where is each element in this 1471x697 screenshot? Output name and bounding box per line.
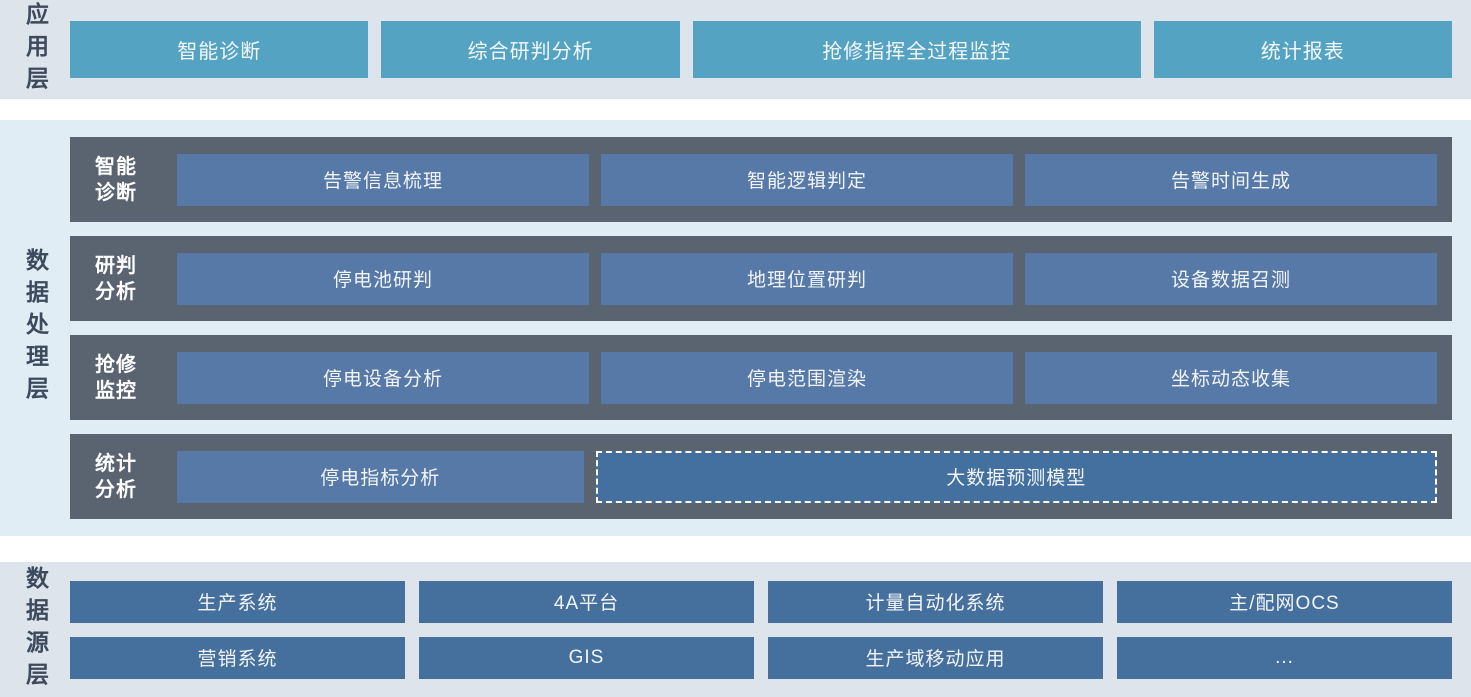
processing-module-block: 停电池研判 bbox=[177, 252, 589, 305]
application-module-block: 统计报表 bbox=[1153, 21, 1452, 78]
processing-rows: 智能 诊断 告警信息梳理 智能逻辑判定 告警时间生成 研判 分析 停 bbox=[70, 120, 1452, 536]
processing-row-label: 智能 诊断 bbox=[95, 155, 137, 204]
processing-module-block: 地理位置研判 bbox=[601, 252, 1013, 305]
application-layer-items: 智能诊断 综合研判分析 抢修指挥全过程监控 统计报表 bbox=[70, 0, 1452, 99]
processing-module-block: 大数据预测模型 bbox=[595, 450, 1437, 503]
processing-row-items: 停电设备分析 停电范围渲染 坐标动态收集 bbox=[177, 351, 1437, 404]
processing-module-block: 智能逻辑判定 bbox=[601, 153, 1013, 206]
source-system-block: 4A平台 bbox=[419, 580, 754, 623]
data-source-layer-band: 数据源层 生产系统 4A平台 计量自动化系统 主/配网OCS 营销系统 GIS … bbox=[0, 562, 1471, 697]
source-system-block: 计量自动化系统 bbox=[768, 580, 1103, 623]
source-system-block: 主/配网OCS bbox=[1117, 580, 1452, 623]
data-processing-layer-label: 数据处理层 bbox=[22, 248, 49, 408]
processing-module-block: 坐标动态收集 bbox=[1025, 351, 1437, 404]
source-system-block: 生产系统 bbox=[70, 580, 405, 623]
processing-module-block: 停电范围渲染 bbox=[601, 351, 1013, 404]
processing-row-label: 统计 分析 bbox=[95, 452, 137, 501]
source-system-block: ... bbox=[1117, 636, 1452, 679]
application-module-block: 综合研判分析 bbox=[381, 21, 680, 78]
processing-row: 统计 分析 停电指标分析 大数据预测模型 bbox=[70, 434, 1452, 519]
processing-row: 抢修 监控 停电设备分析 停电范围渲染 坐标动态收集 bbox=[70, 335, 1452, 420]
source-system-block: 营销系统 bbox=[70, 636, 405, 679]
application-layer-label: 应用层 bbox=[22, 1, 49, 98]
processing-row-items: 告警信息梳理 智能逻辑判定 告警时间生成 bbox=[177, 153, 1437, 206]
application-module-block: 抢修指挥全过程监控 bbox=[692, 21, 1141, 78]
data-source-layer-label: 数据源层 bbox=[22, 565, 49, 694]
application-module-block: 智能诊断 bbox=[70, 21, 369, 78]
processing-module-block: 告警时间生成 bbox=[1025, 153, 1437, 206]
processing-module-block: 停电设备分析 bbox=[177, 351, 589, 404]
source-system-block: GIS bbox=[419, 636, 754, 679]
processing-row-label: 研判 分析 bbox=[95, 254, 137, 303]
processing-row-label: 抢修 监控 bbox=[95, 353, 137, 402]
source-system-block: 生产域移动应用 bbox=[768, 636, 1103, 679]
data-processing-layer-band: 数据处理层 智能 诊断 告警信息梳理 智能逻辑判定 告警时间生成 研判 分析 bbox=[0, 120, 1471, 536]
application-layer-band: 应用层 智能诊断 综合研判分析 抢修指挥全过程监控 统计报表 bbox=[0, 0, 1471, 99]
processing-module-block: 设备数据召测 bbox=[1025, 252, 1437, 305]
data-source-items: 生产系统 4A平台 计量自动化系统 主/配网OCS 营销系统 GIS 生产域移动… bbox=[70, 562, 1452, 697]
processing-module-block: 告警信息梳理 bbox=[177, 153, 589, 206]
processing-row-items: 停电指标分析 大数据预测模型 bbox=[177, 450, 1437, 503]
processing-row: 智能 诊断 告警信息梳理 智能逻辑判定 告警时间生成 bbox=[70, 137, 1452, 222]
processing-row: 研判 分析 停电池研判 地理位置研判 设备数据召测 bbox=[70, 236, 1452, 321]
processing-row-items: 停电池研判 地理位置研判 设备数据召测 bbox=[177, 252, 1437, 305]
processing-module-block: 停电指标分析 bbox=[177, 450, 584, 503]
